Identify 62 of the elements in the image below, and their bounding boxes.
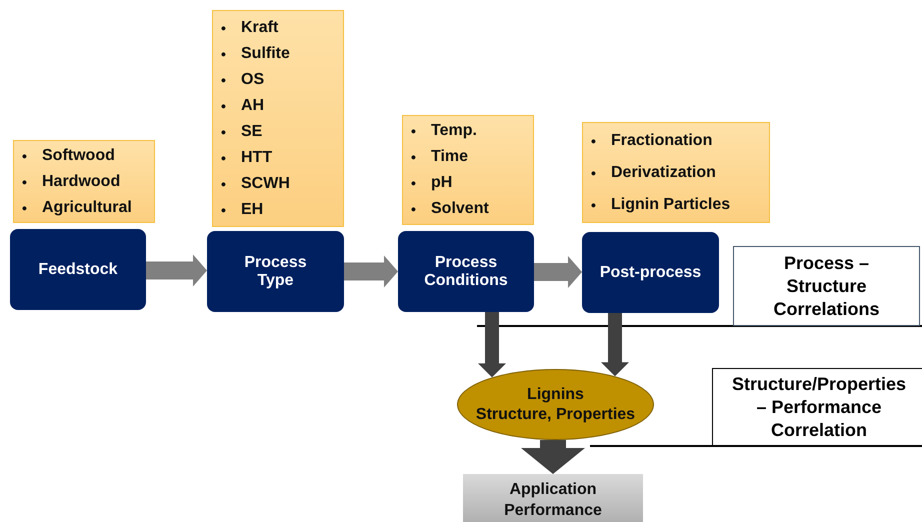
list-item: SCWH bbox=[241, 174, 290, 194]
list-item: Softwood bbox=[42, 146, 116, 166]
correlation-box bbox=[733, 246, 920, 326]
bullet-list-box bbox=[582, 122, 770, 223]
bullet: • bbox=[221, 18, 227, 38]
process-box bbox=[207, 231, 344, 312]
application-box bbox=[463, 474, 643, 522]
list-item: Lignin Particles bbox=[611, 194, 730, 214]
list-item: AH bbox=[241, 96, 266, 116]
process-box bbox=[582, 232, 719, 313]
list-item: Agricultural bbox=[42, 198, 132, 218]
bullet: • bbox=[22, 172, 28, 192]
bullet: • bbox=[411, 148, 417, 167]
block-arrow bbox=[601, 313, 629, 376]
block-arrow bbox=[478, 312, 506, 378]
block-arrow bbox=[521, 440, 585, 474]
box-label: Application Performance bbox=[503, 480, 603, 521]
bullet: • bbox=[22, 198, 28, 218]
bullet-list-box bbox=[13, 140, 155, 223]
bullet: • bbox=[221, 174, 227, 194]
list-item: Fractionation bbox=[611, 130, 714, 150]
bullet: • bbox=[221, 122, 227, 142]
list-item: Solvent bbox=[431, 199, 489, 219]
bullet: • bbox=[221, 70, 227, 90]
list-item: Time bbox=[431, 147, 470, 167]
list-item: Temp. bbox=[431, 121, 478, 141]
list-item: Sulfite bbox=[241, 44, 290, 64]
list-item: pH bbox=[431, 173, 454, 193]
bullet: • bbox=[22, 146, 28, 166]
bullet: • bbox=[591, 196, 597, 214]
box-label: Structure/Properties – Performance Correlation bbox=[730, 372, 908, 442]
list-item: HTT bbox=[241, 148, 274, 168]
ellipse-label: Structure, Properties bbox=[476, 404, 636, 424]
bullet: • bbox=[221, 96, 227, 116]
list-item: SE bbox=[241, 122, 264, 142]
list-item: Derivatization bbox=[611, 162, 717, 182]
box-label: Process Conditions bbox=[423, 254, 509, 290]
bullet: • bbox=[411, 174, 417, 193]
block-arrow bbox=[146, 254, 207, 286]
bullet: • bbox=[411, 200, 417, 219]
bullet: • bbox=[591, 164, 597, 182]
bullet: • bbox=[221, 148, 227, 168]
correlation-box bbox=[712, 368, 922, 446]
box-label: Process – Structure Correlations bbox=[772, 252, 881, 320]
bullet: • bbox=[221, 44, 227, 64]
bullet: • bbox=[221, 200, 227, 220]
bullet: • bbox=[591, 132, 597, 150]
box-label: Post-process bbox=[600, 264, 702, 282]
process-box bbox=[398, 231, 534, 312]
block-arrow bbox=[534, 256, 582, 288]
list-item: OS bbox=[241, 70, 266, 90]
ellipse-label: Lignins bbox=[527, 384, 584, 404]
box-label: Feedstock bbox=[38, 260, 118, 278]
bullet-list-box bbox=[402, 115, 534, 225]
bullet: • bbox=[411, 122, 417, 141]
process-box bbox=[10, 229, 146, 310]
list-item: Kraft bbox=[241, 18, 280, 38]
box-label: Process Type bbox=[243, 254, 308, 290]
list-item: Hardwood bbox=[42, 172, 122, 192]
bullet-list-box bbox=[212, 10, 344, 227]
block-arrow bbox=[344, 256, 398, 288]
list-item: EH bbox=[241, 200, 264, 220]
